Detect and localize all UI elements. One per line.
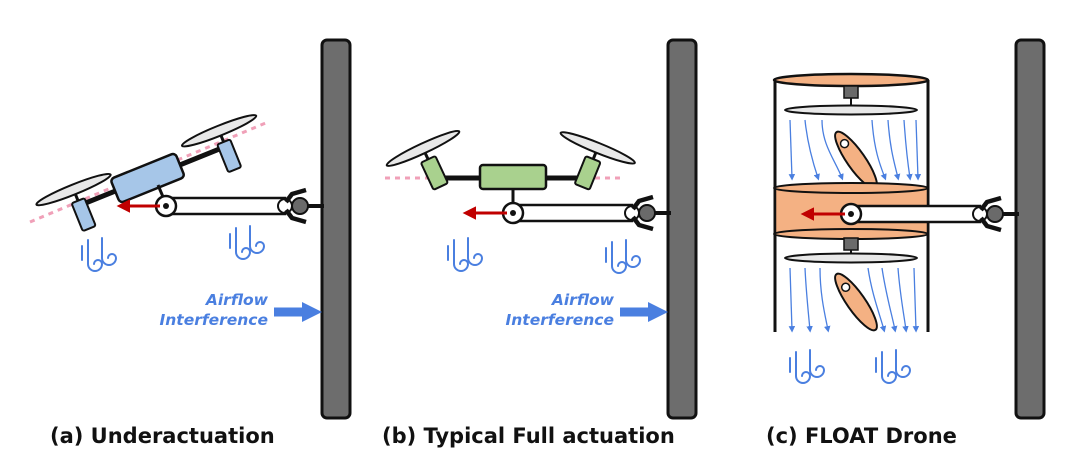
manipulator-arm-c: [849, 204, 982, 224]
wall-a: [320, 38, 352, 420]
wind-gust-icon: [605, 239, 641, 274]
panel-b-full-actuation: [385, 38, 698, 420]
airflow-label-a: Airflow Interference: [150, 290, 268, 330]
airflow-label-b-line2: Interference: [505, 311, 614, 329]
thrust-line-a: [29, 120, 269, 224]
panel-a-underactuation: [29, 38, 352, 420]
propeller-icon: [180, 114, 258, 148]
gripper-icon: [981, 198, 1019, 230]
gripper-icon: [633, 197, 671, 229]
airflow-label-a-line1: Airflow: [205, 291, 268, 309]
airflow-label-a-line2: Interference: [159, 311, 268, 329]
wind-gust-icon: [229, 225, 265, 260]
wind-gust-icon: [447, 237, 483, 272]
propeller-icon: [784, 252, 918, 264]
deflector-vane-lower: [834, 272, 878, 332]
propeller-icon: [385, 129, 461, 167]
wind-gust-icon: [81, 237, 117, 272]
propeller-icon: [35, 172, 112, 207]
motor-a-right: [216, 138, 242, 173]
airflow-streams-upper: [788, 119, 922, 181]
airflow-label-b-line1: Airflow: [551, 291, 614, 309]
motor-b-left: [420, 155, 449, 191]
airflow-label-b: Airflow Interference: [496, 290, 614, 330]
caption-a: (a) Underactuation: [50, 424, 275, 448]
wall-b: [666, 38, 698, 420]
top-cap-c: [772, 72, 930, 88]
wall-c: [1014, 38, 1046, 420]
propeller-icon: [784, 104, 918, 116]
drone-a: [35, 114, 258, 232]
drone-body-a: [110, 152, 185, 204]
manipulator-arm-b: [511, 203, 634, 223]
propeller-icon: [559, 131, 636, 165]
manipulator-arm-a: [164, 196, 287, 216]
wind-gust-icon: [789, 349, 825, 384]
caption-b: (b) Typical Full actuation: [382, 424, 675, 448]
wind-gust-icon: [875, 349, 911, 384]
panel-c-float-drone: [772, 38, 1046, 420]
motor-b-right: [574, 155, 602, 191]
gripper-icon: [286, 190, 324, 222]
caption-c: (c) FLOAT Drone: [766, 424, 957, 448]
airflow-streams-lower: [788, 267, 920, 333]
drone-body-b: [478, 163, 548, 191]
